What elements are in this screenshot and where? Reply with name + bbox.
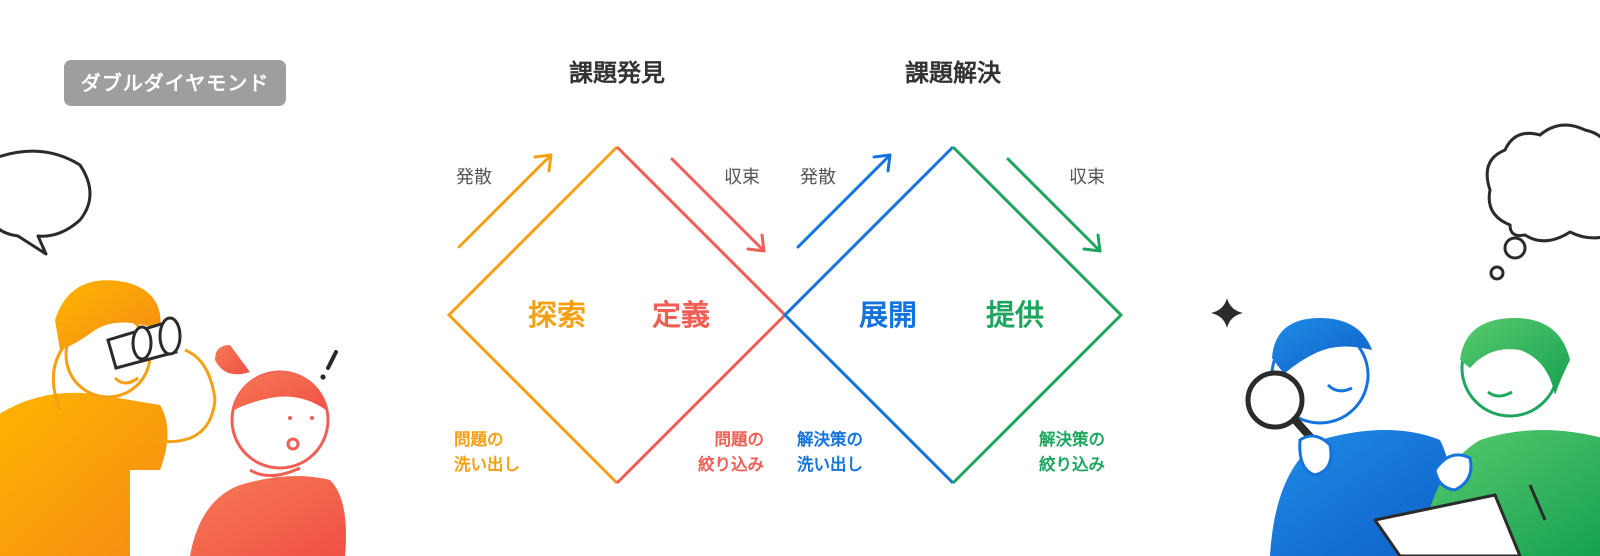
speech-bubble-icon <box>0 149 92 256</box>
phase-label-explore: 探索 <box>528 298 586 332</box>
section-badge: ダブルダイヤモンド <box>64 60 286 106</box>
diamond-2-left-note-line1: 解決策の <box>797 429 863 449</box>
thinking-girl <box>190 345 346 556</box>
diverge-arrow-icon <box>457 153 553 249</box>
phase-label-develop: 展開 <box>859 298 917 332</box>
diamond-1-left-direction: 発散 <box>456 167 492 188</box>
diamond-1-right-note-line1: 問題の <box>715 430 765 449</box>
diamond-2-title: 課題解決 <box>905 59 1002 87</box>
phase-label-define: 定義 <box>652 298 710 332</box>
diamond-2-right-note-line1: 解決策の <box>1039 429 1105 449</box>
diamond-2-left-direction: 発散 <box>800 167 836 188</box>
diamond-1-left-half <box>446 145 619 485</box>
diamond-1-right-note-line2: 絞り込み <box>698 454 765 474</box>
thought-cloud-icon <box>1485 123 1600 281</box>
diamond-2-left-half <box>782 145 955 485</box>
diamond-2-left-note-line2: 洗い出し <box>797 454 863 474</box>
diverge-arrow-icon <box>796 153 892 249</box>
diamond-2-right-half <box>951 145 1124 485</box>
diamond-1-title: 課題発見 <box>569 59 665 87</box>
person-with-tablet <box>1373 318 1600 556</box>
diamond-2 <box>782 145 1124 485</box>
diamond-2-right-direction: 収束 <box>1069 167 1105 188</box>
diamond-1-left-note-line2: 洗い出し <box>454 454 520 474</box>
phase-label-deliver: 提供 <box>986 298 1044 332</box>
person-with-binoculars <box>0 280 217 556</box>
diamond-1-right-direction: 収束 <box>724 167 760 188</box>
converge-arrow-icon <box>670 157 766 253</box>
diamond-2-right-note-line2: 絞り込み <box>1039 454 1106 474</box>
diamond-1-left-note-line1: 問題の <box>454 430 504 449</box>
converge-arrow-icon <box>1006 157 1102 253</box>
sparkle-icon <box>1211 298 1243 328</box>
